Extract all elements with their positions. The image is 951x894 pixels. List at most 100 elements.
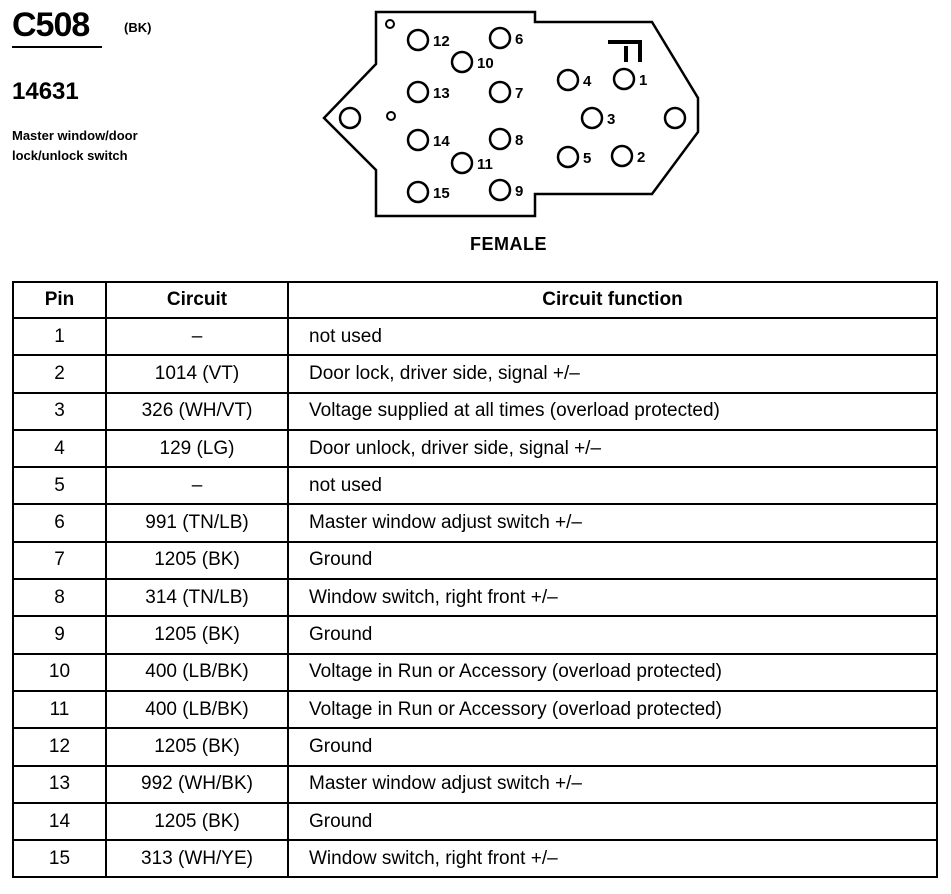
pin-cell: 7 [12, 540, 107, 581]
pin-cavity-9 [488, 178, 512, 202]
pin-label-14: 14 [433, 133, 450, 150]
pin-cavity-10 [450, 50, 474, 74]
pin-label-2: 2 [637, 149, 645, 166]
pin-label-7: 7 [515, 85, 523, 102]
pin-cavity-8 [488, 127, 512, 151]
circuit-cell: 1205 (BK) [105, 540, 289, 581]
connector-color: (BK) [124, 20, 152, 35]
pin-label-11: 11 [477, 156, 493, 173]
latch-hole-left [338, 106, 362, 130]
circuit-cell: 400 (LB/BK) [105, 689, 289, 730]
pin-cell: 6 [12, 503, 107, 543]
function-cell: Ground [287, 801, 938, 842]
function-cell: Door lock, driver side, signal +/– [287, 354, 938, 394]
pin-cell: 2 [12, 354, 107, 394]
circuit-cell: 326 (WH/VT) [105, 391, 289, 431]
pin-cell: 15 [12, 839, 107, 879]
circuit-cell: 400 (LB/BK) [105, 652, 289, 692]
function-cell: not used [287, 466, 938, 506]
part-number: 14631 [12, 78, 79, 105]
pin-label-3: 3 [607, 111, 615, 128]
circuit-cell: 314 (TN/LB) [105, 578, 289, 618]
pin-cell: 9 [12, 615, 107, 655]
pin-cavity-12 [406, 28, 430, 52]
pin-cavity-5 [556, 145, 580, 169]
table-header-row: Pin Circuit Circuit function [12, 281, 938, 319]
table-row: 5–not used [12, 466, 938, 506]
circuit-cell: 1205 (BK) [105, 801, 289, 842]
function-cell: Door unlock, driver side, signal +/– [287, 428, 938, 469]
function-cell: Voltage in Run or Accessory (overload pr… [287, 652, 938, 692]
latch-hole-right [663, 106, 687, 130]
circuit-cell: 992 (WH/BK) [105, 764, 289, 804]
pin-label-9: 9 [515, 183, 523, 200]
circuit-cell: 1205 (BK) [105, 727, 289, 767]
pin-label-15: 15 [433, 185, 450, 202]
pin-cell: 1 [12, 316, 107, 357]
pin-cavity-2 [610, 144, 634, 168]
pin-cavity-7 [488, 80, 512, 104]
pin-cavity-4 [556, 68, 580, 92]
circuit-cell: 1205 (BK) [105, 615, 289, 655]
locating-hole [385, 19, 395, 29]
pin-label-6: 6 [515, 31, 523, 48]
pin-cell: 14 [12, 801, 107, 842]
pin-cell: 5 [12, 466, 107, 506]
function-cell: Window switch, right front +/– [287, 578, 938, 618]
circuit-cell: – [105, 316, 289, 357]
pin-cavity-13 [406, 80, 430, 104]
function-cell: Voltage in Run or Accessory (overload pr… [287, 689, 938, 730]
pin-label-10: 10 [477, 55, 494, 72]
circuit-cell: 991 (TN/LB) [105, 503, 289, 543]
pin-cavity-15 [406, 180, 430, 204]
circuit-cell: – [105, 466, 289, 506]
circuit-cell: 129 (LG) [105, 428, 289, 469]
pin-cell: 4 [12, 428, 107, 469]
pin-cell: 12 [12, 727, 107, 767]
locating-hole [386, 111, 396, 121]
connector-housing [322, 10, 700, 218]
function-cell: Ground [287, 615, 938, 655]
function-cell: Voltage supplied at all times (overload … [287, 391, 938, 431]
function-cell: Master window adjust switch +/– [287, 764, 938, 804]
view-label: FEMALE [470, 234, 547, 254]
pin-label-4: 4 [583, 73, 592, 90]
function-cell: Ground [287, 540, 938, 581]
column-header-circuit: Circuit [105, 281, 289, 319]
function-cell: Window switch, right front +/– [287, 839, 938, 879]
column-header-function: Circuit function [287, 281, 938, 319]
pin-cavity-14 [406, 128, 430, 152]
circuit-cell: 313 (WH/YE) [105, 839, 289, 879]
column-header-pin: Pin [12, 281, 107, 319]
pin1-orientation-mark [608, 40, 642, 62]
circuit-cell: 1014 (VT) [105, 354, 289, 394]
pin-cell: 13 [12, 764, 107, 804]
pin-label-1: 1 [639, 72, 647, 89]
connector-description: Master window/door lock/unlock switch [12, 128, 138, 163]
function-cell: Master window adjust switch +/– [287, 503, 938, 543]
pin-label-8: 8 [515, 132, 523, 149]
pin-cell: 10 [12, 652, 107, 692]
pin-cavity-11 [450, 151, 474, 175]
pin-cavity-3 [580, 106, 604, 130]
pin-cavity-6 [488, 26, 512, 50]
connector-id-underline [12, 46, 102, 48]
pin-label-12: 12 [433, 33, 450, 50]
pin-label-5: 5 [583, 150, 591, 167]
pin-cell: 11 [12, 689, 107, 730]
